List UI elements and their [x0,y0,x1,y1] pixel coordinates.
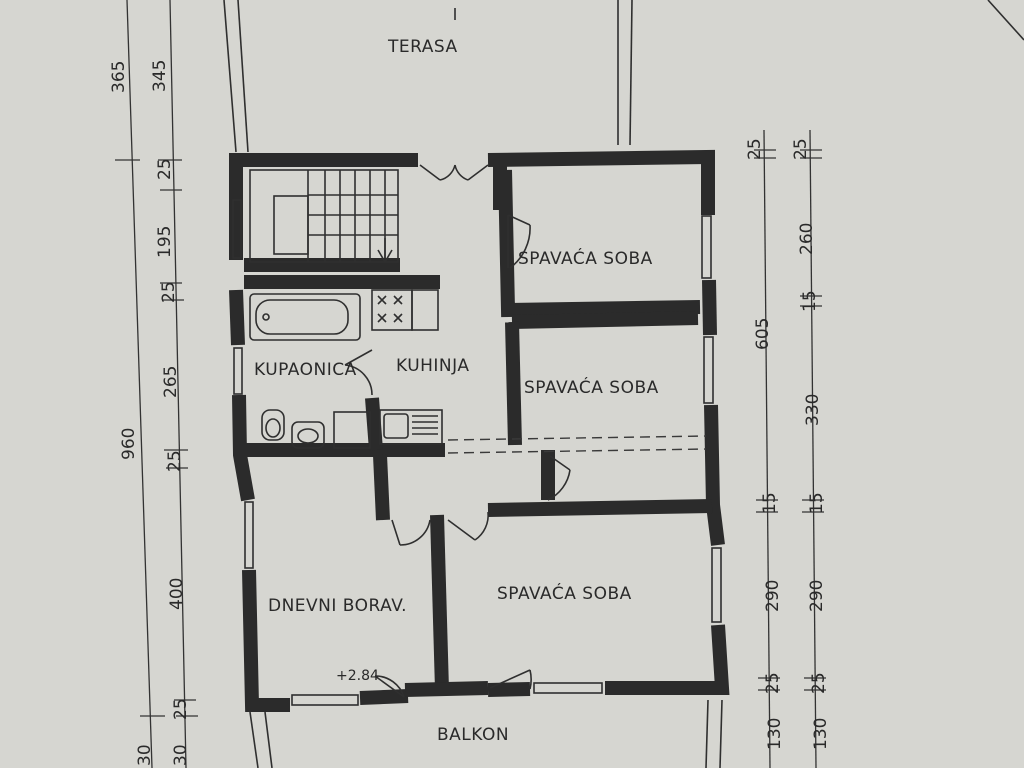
dim-right-a-wall-2: 15 [760,492,780,514]
dim-left-inner-stairs: 195 [155,226,175,258]
dim-left-outer-top: 365 [109,61,129,93]
dim-left-inner-balcony: 30 [171,744,191,766]
bathroom-cabinet [333,411,371,449]
doors [344,164,571,698]
dim-right-b-room-2: 330 [803,394,823,426]
dim-right-a-total: 605 [753,318,773,350]
dim-right-b-wall-2: 15 [800,290,820,312]
bathroom-sink [291,421,325,449]
dim-left-inner-bath: 265 [161,366,181,398]
terrace-outline [223,0,633,153]
dim-left-inner-wall-3: 25 [165,450,185,472]
dim-right-b-balcony: 130 [811,718,831,750]
label-bedroom-3: SPAVAĆA SOBA [497,582,632,604]
dim-left-inner-living: 400 [167,578,187,610]
elevation-mark: +2.84 [336,668,379,684]
windows [232,199,722,706]
dim-left-inner-wall-4: 25 [171,698,191,720]
dim-right-a-room: 290 [763,580,783,612]
kitchen-sink [379,409,443,445]
label-bedroom-1: SPAVAĆA SOBA [518,247,653,269]
balcony-outline [249,699,723,768]
dim-right-b-wall-3: 15 [807,492,827,514]
toilet [261,409,285,441]
dim-left-inner-wall-1: 25 [155,158,175,180]
overhead-beam-lines [447,435,707,454]
dim-right-a-wall-3: 25 [763,672,783,694]
dim-right-a-wall-1: 25 [745,138,765,160]
dim-right-b-room-3: 290 [807,580,827,612]
staircase [249,169,399,264]
label-kitchen: KUHINJA [396,356,470,376]
label-terrace: TERASA [387,37,458,57]
label-bedroom-2: SPAVAĆA SOBA [524,376,659,398]
dim-right-a-balcony: 130 [765,718,785,750]
paper-edge-line [987,0,1024,41]
dim-left-outer-total: 960 [119,428,139,460]
left-dimension-lines [115,0,198,768]
interior-walls [244,165,713,697]
dim-right-b-wall-4: 25 [809,672,829,694]
label-bathroom: KUPAONICA [254,360,357,380]
dim-left-inner-wall-2: 25 [159,281,179,303]
dim-right-b-wall-1: 25 [791,138,811,160]
exterior-walls [229,149,730,712]
label-balcony: BALKON [437,725,509,745]
right-dimension-lines [754,129,826,768]
bathtub [249,293,361,341]
dim-left-outer-bottom: 30 [135,744,155,766]
dim-left-inner-terrace: 345 [150,60,170,92]
dim-right-b-room-1: 260 [797,223,817,255]
label-living-room: DNEVNI BORAV. [268,596,407,616]
stove [371,289,439,331]
